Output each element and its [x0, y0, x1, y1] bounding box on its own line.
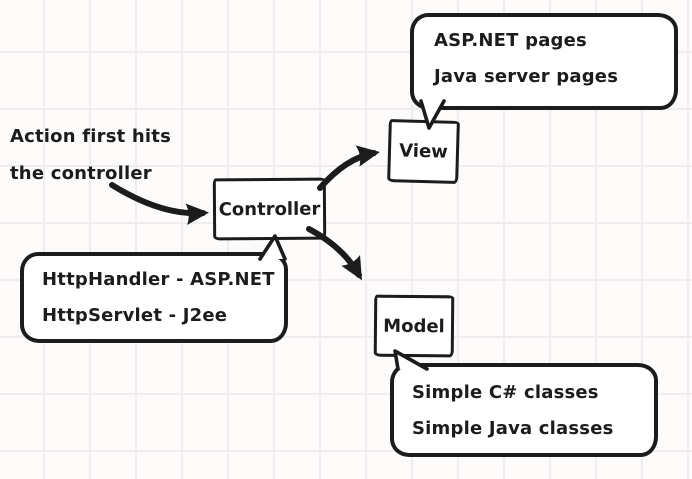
callout-view-technologies: ASP.NET pages Java server pages [410, 13, 678, 110]
node-controller-label: Controller [218, 198, 321, 220]
annotation-line-1: Action first hits [10, 126, 171, 147]
annotation-line-2: the controller [10, 163, 152, 184]
callout-controller-technologies: HttpHandler - ASP.NET HttpServlet - J2ee [20, 252, 288, 343]
callout-controller-line-2: HttpServlet - J2ee [42, 305, 228, 326]
node-controller: Controller [212, 177, 327, 241]
annotation-action-note: Action first hits the controller [10, 118, 171, 192]
callout-view-line-1: ASP.NET pages [434, 30, 587, 51]
callout-view-line-2: Java server pages [434, 66, 619, 87]
node-model: Model [373, 294, 455, 358]
callout-model-technologies: Simple C# classes Simple Java classes [390, 363, 658, 457]
callout-model-line-2: Simple Java classes [412, 418, 614, 439]
node-model-label: Model [383, 315, 445, 337]
node-view: View [387, 119, 460, 184]
arrow-controller-to-view [317, 145, 380, 191]
node-view-label: View [398, 140, 449, 163]
callout-model-line-1: Simple C# classes [412, 382, 599, 403]
callout-controller-line-1: HttpHandler - ASP.NET [42, 269, 275, 290]
